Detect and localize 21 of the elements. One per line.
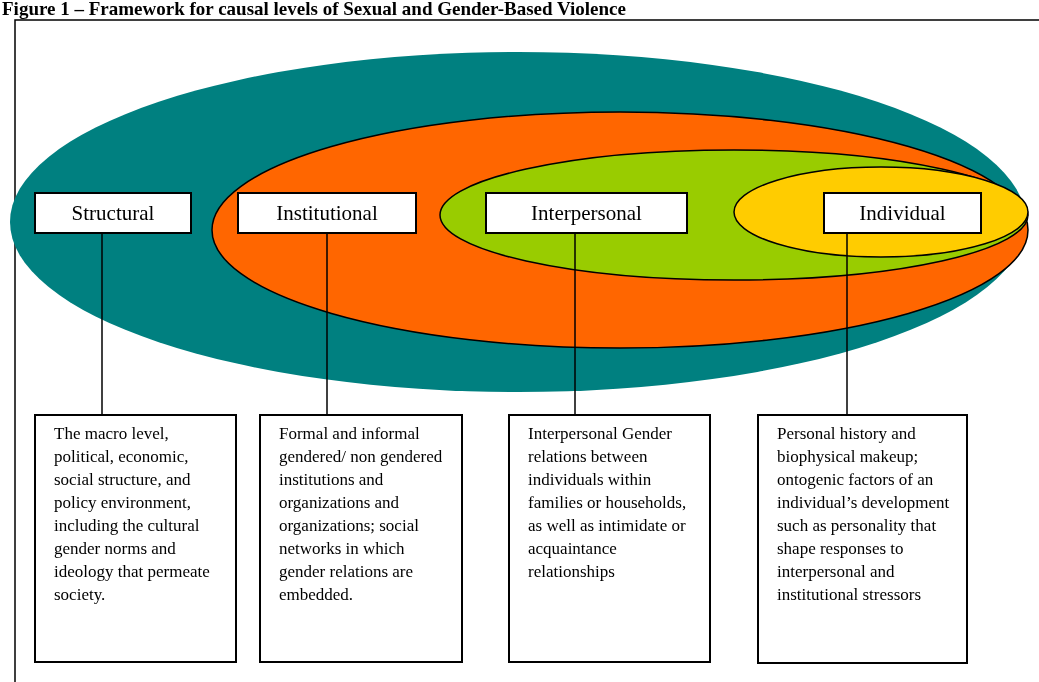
level-label: Interpersonal <box>531 200 642 226</box>
connector-line <box>101 233 103 415</box>
level-label-box <box>823 192 982 234</box>
description-text: The macro level, political, economic, social structure, and policy environment, including the cultural gender norms and ideology that permeate society. <box>54 424 210 604</box>
description-box <box>508 414 711 663</box>
connector-line <box>574 233 576 415</box>
connector-line <box>846 233 848 415</box>
level-label-box <box>34 192 192 234</box>
description-box <box>757 414 968 664</box>
description-text: Formal and informal gendered/ non gendered institutions and organizations and organizations; social networks in which gender relations are embedded. <box>279 424 443 604</box>
figure-title: Figure 1 – Framework for causal levels of Sexual and Gender-Based Violence <box>2 0 626 20</box>
description-box <box>259 414 463 663</box>
level-label: Institutional <box>276 200 378 226</box>
level-label: Individual <box>859 200 946 226</box>
description-text: Interpersonal Gender relations between individuals within families or households, as well as intimidate or acquaintance relationships <box>528 424 687 581</box>
description-text: Personal history and biophysical makeup; ontogenic factors of an individual’s development such as personality that shape responses to interpersonal and institutional stressors <box>777 424 950 604</box>
level-label: Structural <box>71 200 155 226</box>
level-label-box <box>237 192 417 234</box>
level-label-box <box>485 192 688 234</box>
connector-line <box>326 233 328 415</box>
description-box <box>34 414 237 663</box>
